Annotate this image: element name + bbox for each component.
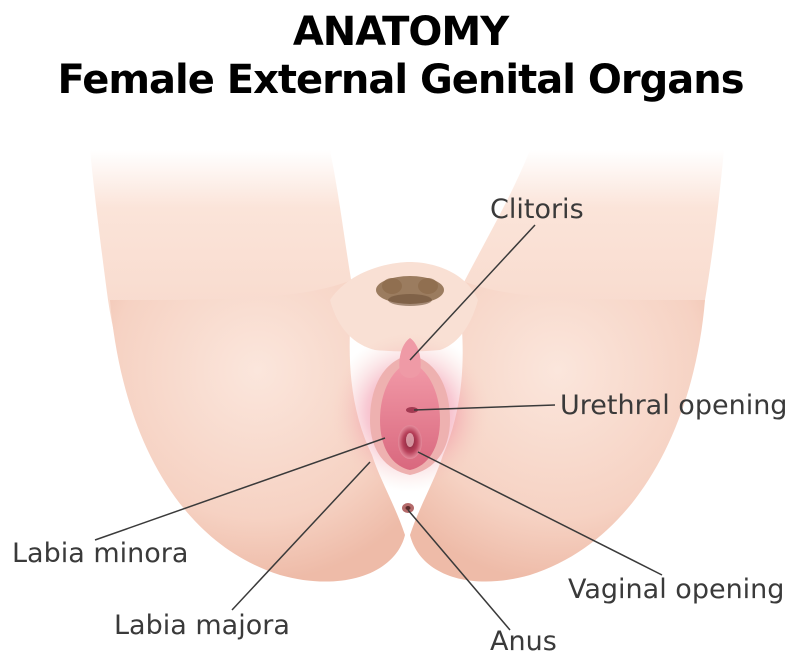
label-clitoris: Clitoris [490, 194, 584, 226]
label-labia-minora: Labia minora [12, 538, 188, 570]
anus [402, 503, 414, 513]
title-line-1: ANATOMY [0, 8, 801, 56]
label-anus: Anus [490, 626, 557, 658]
label-labia-majora: Labia majora [114, 610, 290, 642]
label-urethral-opening: Urethral opening [560, 390, 787, 422]
title-line-2: Female External Genital Organs [0, 56, 801, 104]
label-vaginal-opening: Vaginal opening [568, 574, 784, 606]
